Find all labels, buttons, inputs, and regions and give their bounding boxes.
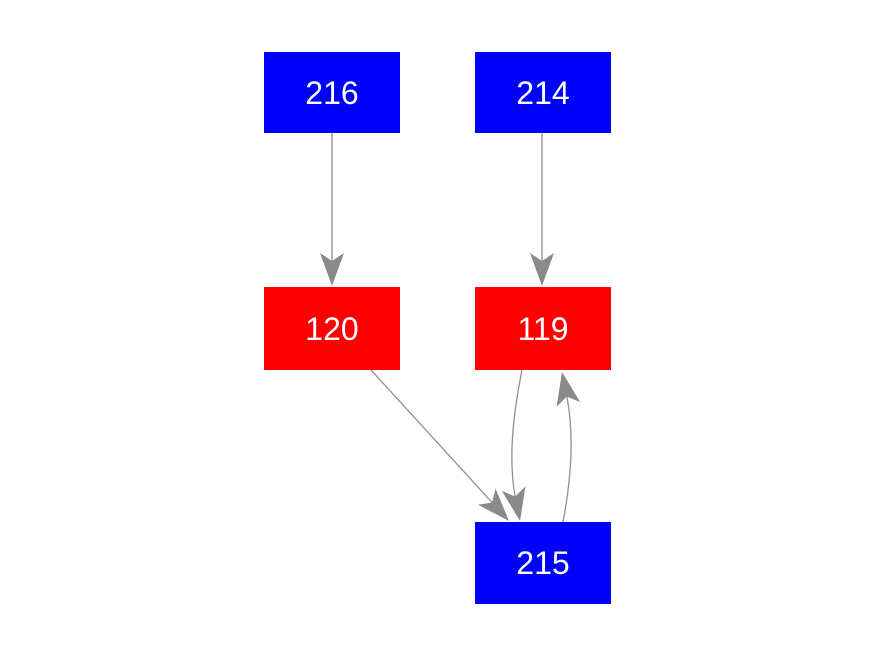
node-216-label: 216 bbox=[305, 74, 359, 111]
node-215[interactable]: 215 bbox=[475, 522, 611, 604]
node-120[interactable]: 120 bbox=[264, 287, 400, 370]
edge-119-to-215 bbox=[511, 369, 523, 497]
node-214[interactable]: 214 bbox=[475, 52, 611, 133]
node-120-label: 120 bbox=[305, 310, 359, 347]
arrowhead-120-to-215-icon bbox=[477, 488, 509, 521]
arrowhead-214-to-119-icon bbox=[530, 253, 554, 286]
node-214-label: 214 bbox=[516, 74, 570, 111]
arrowhead-215-to-119-icon bbox=[556, 372, 581, 407]
edge-215-to-119 bbox=[562, 396, 572, 523]
node-216[interactable]: 216 bbox=[264, 52, 400, 133]
arrowhead-119-to-215-icon bbox=[501, 486, 526, 521]
node-119[interactable]: 119 bbox=[475, 287, 611, 370]
edge-120-to-215 bbox=[370, 369, 493, 503]
node-215-label: 215 bbox=[516, 545, 570, 581]
node-119-label: 119 bbox=[517, 310, 569, 347]
arrowhead-216-to-120-icon bbox=[320, 253, 344, 286]
